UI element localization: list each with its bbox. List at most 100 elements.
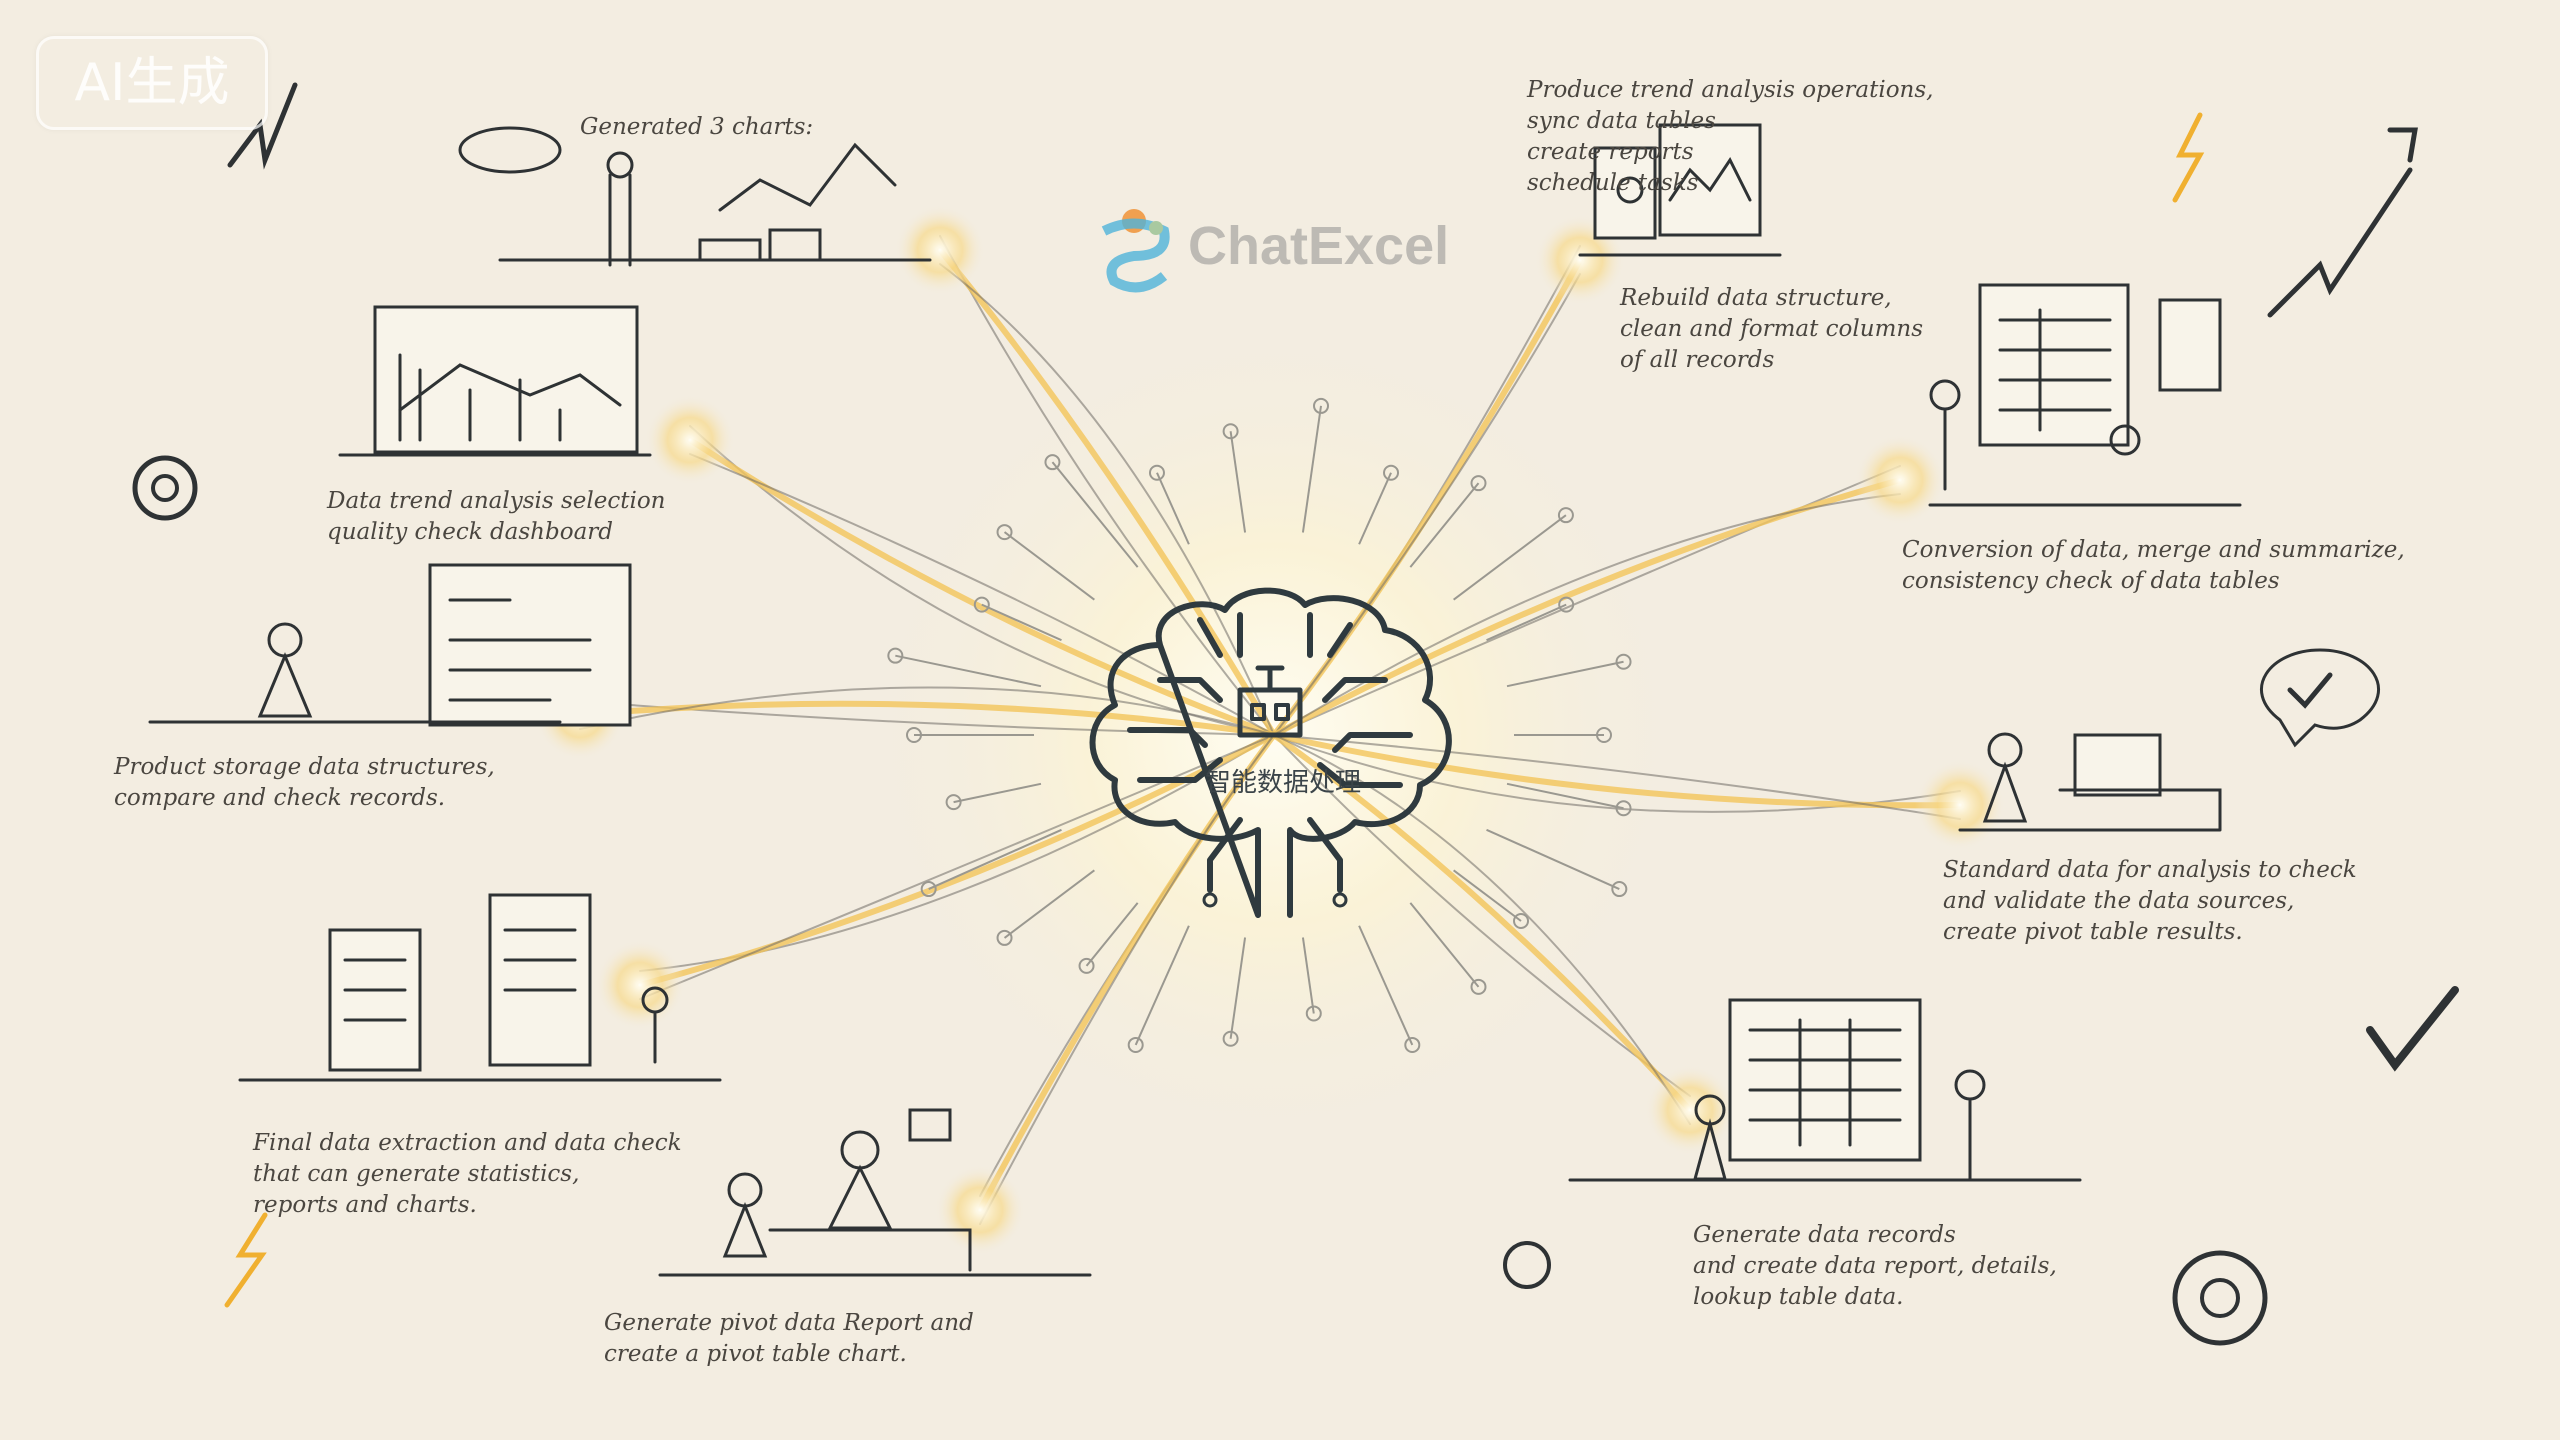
circuit-line: [1301, 405, 1322, 533]
light-spark: [595, 940, 685, 1030]
circuit-node: [1470, 978, 1487, 995]
circuit-line: [1156, 472, 1190, 545]
circuit-node: [1615, 653, 1632, 670]
light-ray: [577, 700, 1277, 738]
light-ray: [939, 235, 1275, 736]
circuit-node: [1557, 507, 1574, 524]
light-ray: [689, 453, 1275, 736]
circuit-line: [1134, 925, 1190, 1046]
circuit-node: [1313, 397, 1330, 414]
brain-label: 智能数据处理: [1205, 768, 1362, 798]
light-ray: [639, 734, 1275, 1000]
caption-rebuild-data: Rebuild data structure, clean and format…: [1620, 285, 1923, 373]
caption-pivot-data: Generate pivot data Report and create a …: [604, 1310, 974, 1367]
circuit-node: [1222, 423, 1239, 440]
caption-product-storage: Product storage data structures, compare…: [114, 754, 495, 811]
documents-sketch: [238, 893, 722, 1082]
light-ray: [937, 247, 1277, 738]
large-monitor-sketch: [1928, 283, 2242, 507]
circuit-line: [953, 782, 1042, 804]
circuit-node: [920, 881, 937, 898]
light-ray: [1273, 273, 1581, 736]
light-ray: [1273, 734, 1691, 1097]
circuit-node: [1078, 957, 1095, 974]
chatexcel-logo-icon: [1101, 209, 1170, 293]
light-ray: [979, 734, 1275, 1225]
circuit-line: [1453, 869, 1522, 922]
circuit-node: [996, 929, 1013, 946]
circuit-node: [1513, 913, 1530, 930]
circuit-node: [1596, 727, 1612, 743]
circuit-node: [1222, 1030, 1239, 1047]
circuit-nodes: [887, 397, 1632, 1053]
circuit-node: [1148, 464, 1165, 481]
desk-computer-sketch: [1958, 648, 2380, 832]
light-ray: [687, 437, 1277, 738]
circuit-line: [1486, 828, 1620, 890]
circuit-line: [1358, 472, 1392, 545]
caption-generate-data: Generate data records and create data re…: [1693, 1222, 2057, 1310]
circuit-node: [1470, 475, 1487, 492]
light-ray: [1273, 734, 1691, 1125]
caption-standard-check: Standard data for analysis to check and …: [1943, 857, 2357, 945]
caption-conversion: Conversion of data, merge and summarize,…: [1902, 537, 2405, 594]
decorative-icons: [132, 82, 2459, 1346]
person-with-chart-sketch: [458, 126, 932, 267]
circuit-line: [1003, 531, 1095, 601]
spreadsheet-monitor-sketch: [1568, 998, 2082, 1182]
circuit-line: [1453, 514, 1567, 601]
light-ray: [939, 263, 1275, 736]
light-spark: [895, 205, 985, 295]
circuit-line: [1486, 603, 1567, 642]
light-spark: [645, 395, 735, 485]
circuit-node: [906, 727, 922, 743]
circuit-node: [1127, 1036, 1144, 1053]
circuit-line: [928, 828, 1062, 890]
circuit-node: [1305, 1005, 1322, 1022]
sketch-panels: [132, 82, 2459, 1346]
circuit-line: [1506, 782, 1624, 810]
circuit-line: [1358, 925, 1414, 1046]
circuit-line: [1301, 937, 1315, 1014]
circuit-line: [1051, 461, 1139, 568]
circuit-node: [1044, 454, 1061, 471]
brain-circuit-icon: [1089, 587, 1452, 918]
circuit-node: [1558, 596, 1575, 613]
light-ray: [1273, 734, 1961, 820]
circuit-line: [1506, 660, 1624, 688]
caption-produce-trend: Produce trend analysis operations, sync …: [1527, 77, 1934, 196]
circuit-line: [1085, 902, 1139, 967]
circuit-node: [1615, 800, 1632, 817]
circuit-node: [1404, 1036, 1421, 1053]
circuit-line: [1409, 482, 1480, 568]
circuit-line: [1409, 902, 1480, 988]
circuit-line: [981, 603, 1062, 642]
light-ray: [1271, 477, 1903, 738]
light-spark: [1855, 435, 1945, 525]
caption-generated-charts: Generated 3 charts:: [580, 114, 814, 140]
light-spark: [1915, 760, 2005, 850]
logo-text: ChatExcel: [1188, 216, 1450, 276]
meeting-sketch: [658, 1108, 1092, 1277]
circuit-node: [945, 794, 962, 811]
circuit-line: [895, 654, 1042, 688]
person-with-document-sketch: [148, 563, 632, 727]
caption-trend-analysis: Data trend analysis selection quality ch…: [327, 488, 666, 545]
chart-board-sketch: [338, 305, 652, 457]
circuit-line: [1003, 869, 1095, 939]
circuit-node: [887, 647, 904, 664]
lightning-icons: [224, 112, 2205, 1308]
chatexcel-logo: ChatExcel: [1094, 196, 1449, 296]
caption-final-data: Final data extraction and data check tha…: [253, 1130, 682, 1218]
circuit-node: [1611, 881, 1628, 898]
circuit-line: [1229, 937, 1247, 1039]
monitor-person-sketch: [1578, 123, 1782, 257]
circuit-node: [1383, 464, 1400, 481]
circuit-node: [996, 524, 1013, 541]
light-spark: [935, 1165, 1025, 1255]
circuit-line: [1229, 431, 1247, 533]
light-spark: [1645, 1065, 1735, 1155]
circuit-node: [973, 596, 990, 613]
